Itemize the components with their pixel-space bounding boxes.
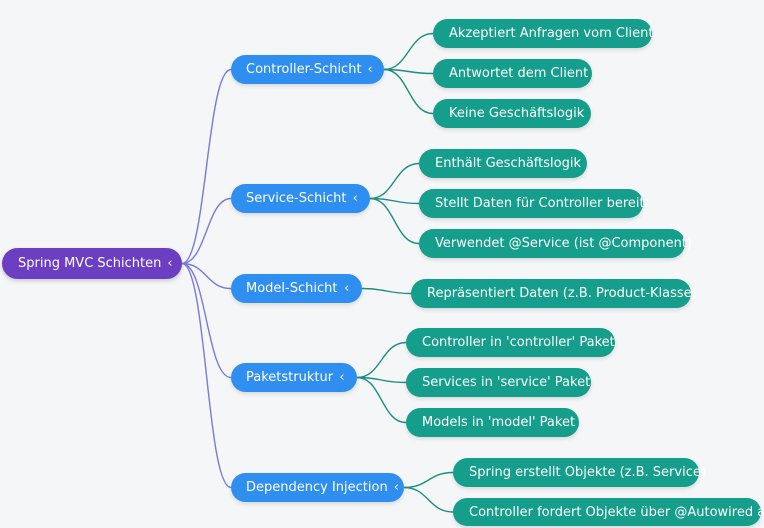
leaf-node[interactable]: Models in 'model' Paket	[406, 408, 579, 437]
leaf-node[interactable]: Antwortet dem Client	[433, 59, 592, 88]
branch-label: Model-Schicht	[246, 281, 338, 296]
root-branch-connector	[181, 68, 232, 265]
leaf-label: Antwortet dem Client	[449, 66, 589, 81]
branch-label: Dependency Injection	[246, 480, 388, 495]
branch-leaf-connector	[356, 341, 407, 379]
leaf-label: Models in 'model' Paket	[422, 415, 576, 430]
root-branch-connector	[181, 262, 232, 290]
leaf-label: Verwendet @Service (ist @Component)	[435, 236, 692, 251]
branch-label: Controller-Schicht	[246, 62, 362, 77]
leaf-node[interactable]: Repräsentiert Daten (z.B. Product-Klasse…	[411, 279, 697, 308]
chevron-left-icon[interactable]: ‹	[344, 281, 350, 296]
branch-leaf-connector	[356, 376, 407, 424]
leaf-node[interactable]: Controller in 'controller' Paket	[406, 328, 615, 357]
root-branch-connector	[181, 262, 232, 489]
root-branch-connector	[181, 197, 232, 265]
leaf-label: Keine Geschäftslogik	[449, 106, 585, 121]
chevron-left-icon[interactable]: ‹	[339, 370, 345, 385]
leaf-label: Akzeptiert Anfragen vom Client	[449, 26, 654, 41]
leaf-label: Repräsentiert Daten (z.B. Product-Klasse…	[427, 286, 697, 301]
branch-model-schicht[interactable]: Model-Schicht ‹	[231, 274, 362, 303]
leaf-label: Services in 'service' Paket	[422, 375, 591, 390]
chevron-left-icon[interactable]: ‹	[367, 62, 373, 77]
branch-leaf-connector	[361, 287, 412, 295]
leaf-node[interactable]: Services in 'service' Paket	[406, 368, 591, 397]
leaf-node[interactable]: Akzeptiert Anfragen vom Client	[433, 19, 654, 48]
branch-leaf-connector	[383, 68, 434, 115]
leaf-node[interactable]: Spring erstellt Objekte (z.B. Service)	[453, 458, 706, 487]
branch-label: Paketstruktur	[246, 370, 334, 385]
branch-leaf-connector	[383, 32, 434, 71]
leaf-node[interactable]: Controller fordert Objekte über @Autowir…	[453, 498, 764, 526]
branch-service-schicht[interactable]: Service-Schicht ‹	[231, 184, 370, 213]
branch-leaf-connector	[369, 162, 420, 200]
branch-leaf-connector	[403, 486, 454, 513]
chevron-left-icon[interactable]: ‹	[167, 256, 173, 271]
root-node-label: Spring MVC Schichten	[18, 256, 162, 271]
branch-leaf-connector	[369, 197, 420, 245]
leaf-label: Controller in 'controller' Paket	[422, 335, 615, 350]
leaf-label: Spring erstellt Objekte (z.B. Service)	[469, 465, 706, 480]
leaf-label: Enthält Geschäftslogik	[435, 156, 581, 171]
branch-dependency-injection[interactable]: Dependency Injection ‹	[231, 473, 404, 502]
branch-leaf-connector	[403, 471, 454, 489]
leaf-node[interactable]: Enthält Geschäftslogik	[419, 149, 587, 178]
branch-leaf-connector	[356, 376, 407, 384]
root-node[interactable]: Spring MVC Schichten ‹	[2, 248, 182, 279]
leaf-node[interactable]: Keine Geschäftslogik	[433, 99, 591, 128]
branch-label: Service-Schicht	[246, 191, 347, 206]
leaf-node[interactable]: Stellt Daten für Controller bereit	[419, 189, 645, 218]
branch-leaf-connector	[369, 197, 420, 205]
chevron-left-icon[interactable]: ‹	[352, 191, 358, 206]
chevron-left-icon[interactable]: ‹	[393, 480, 399, 495]
root-branch-connector	[181, 262, 232, 379]
leaf-label: Stellt Daten für Controller bereit	[435, 196, 645, 211]
branch-controller-schicht[interactable]: Controller-Schicht ‹	[231, 55, 384, 84]
branch-paketstruktur[interactable]: Paketstruktur ‹	[231, 363, 357, 392]
leaf-node[interactable]: Verwendet @Service (ist @Component)	[419, 229, 692, 258]
leaf-label: Controller fordert Objekte über @Autowir…	[469, 504, 764, 520]
